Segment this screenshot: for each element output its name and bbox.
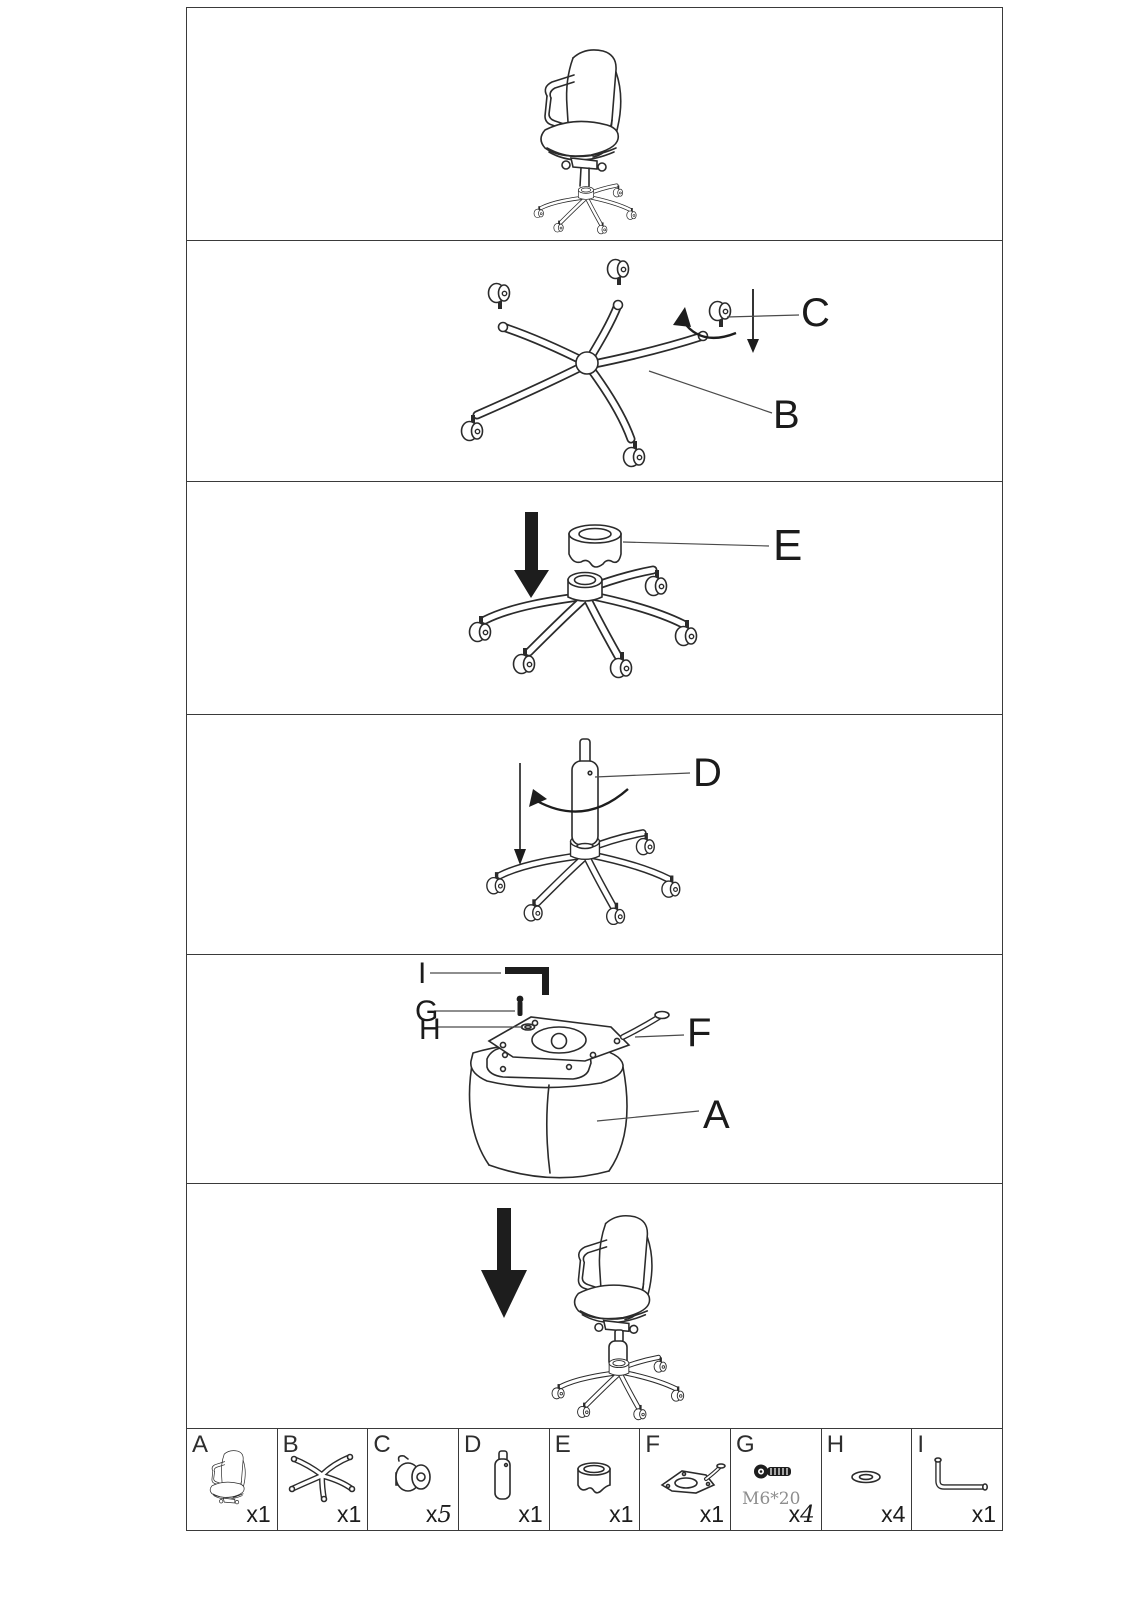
seat-upside-down [468,1042,628,1179]
part-letter: D [464,1431,482,1458]
callout-G: G [415,995,439,1028]
down-arrow-icon [514,512,549,598]
step2-illustration [459,257,800,469]
part-cell-c: C x5 [368,1429,460,1531]
part-cell-h: H x4 [822,1429,913,1531]
rotate-arrow-icon [529,788,629,813]
part-qty: x1 [609,1501,634,1527]
step1-illustration [187,49,1002,241]
allen-key-icon [934,1457,989,1491]
callout-A: A [703,1093,730,1137]
part-letter: B [282,1431,299,1458]
part-qty: x1 [337,1501,362,1527]
part-cell-b: B x1 [278,1429,369,1531]
bolt-icon [754,1464,792,1479]
callout-I: I [418,957,427,990]
parts-list: A x1 B [187,1429,1002,1531]
callout-C: C [801,291,830,335]
washer-icon [850,1470,881,1484]
step4-illustration [187,738,691,955]
step1-panel [187,8,1002,241]
part-letter: H [826,1431,845,1458]
base-collar [568,524,622,568]
part-qty: x1 [518,1501,543,1527]
callout-D: D [693,751,722,795]
step3-panel: E [187,482,1002,715]
bolt-spec: M6*20 [742,1489,801,1509]
callout-E: E [773,521,803,570]
washer-icon [520,1023,536,1031]
down-arrow-icon [514,763,526,865]
part-qty: x1 [246,1501,271,1527]
part-letter: I [917,1431,925,1458]
part-cell-g: G M6*20 x4 [731,1429,822,1531]
base-collar-icon [576,1462,611,1494]
down-arrow-icon [747,289,759,353]
step6-illustration [481,1208,1002,1429]
gas-lift-cylinder [571,738,599,850]
step2-panel: C B [187,241,1002,482]
part-letter: A [192,1431,209,1458]
part-qty: x1 [971,1501,997,1527]
part-qty: x5 [425,1501,453,1528]
part-cell-e: E x1 [550,1429,641,1531]
base-underside [472,299,709,444]
part-letter: F [645,1431,661,1458]
mechanism-plate [487,1010,670,1062]
part-qty: x4 [881,1501,906,1527]
step4-panel: D [187,715,1002,955]
callout-H: H [419,1013,441,1046]
part-cell-d: D x1 [459,1429,550,1531]
part-letter: C [373,1431,391,1458]
part-qty: x4 [788,1501,815,1528]
callout-B: B [773,393,800,437]
mechanism-plate-icon [660,1463,727,1494]
step3-illustration [187,512,770,715]
bolt-icon [516,995,524,1016]
part-letter: E [554,1431,571,1458]
five-star-base-icon [288,1453,355,1503]
step5-illustration [430,967,700,1179]
step5-panel: I G H F A [187,955,1002,1184]
part-cell-f: F x1 [640,1429,732,1531]
allen-key-icon [505,967,549,995]
rotate-arrow-icon [673,307,737,340]
part-letter: G [736,1431,755,1458]
gas-lift-icon [494,1450,511,1500]
part-qty: x1 [699,1501,725,1527]
part-cell-a: A x1 [187,1429,278,1531]
step6-panel [187,1184,1002,1429]
part-cell-i: I x1 [912,1429,1002,1531]
callout-F: F [687,1011,712,1055]
down-arrow-icon [481,1208,527,1318]
caster-wheel-icon [395,1455,432,1492]
instruction-sheet: C B E [186,7,1003,1531]
